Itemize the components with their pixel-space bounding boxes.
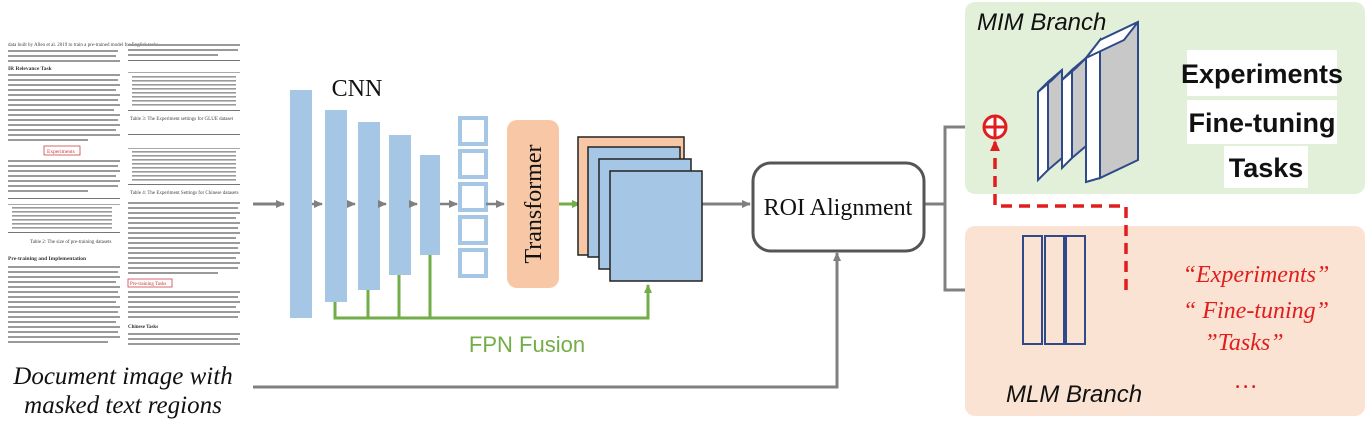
mlm-layer-2	[1044, 235, 1065, 345]
mlm-output-1: “Experiments”	[1183, 262, 1330, 288]
cnn-layer-4	[389, 135, 411, 275]
document-caption-line2: masked text regions	[24, 392, 222, 419]
arrow-document-to-roi	[253, 252, 841, 389]
masked-region-pretraining	[127, 278, 173, 288]
cnn-label: CNN	[332, 76, 383, 102]
cnn-layer-3	[358, 122, 380, 290]
masked-label-pretraining: Pre-training Tasks	[130, 282, 166, 287]
transformer-block	[507, 120, 559, 288]
document-heading-chinese: Chinese Tasks	[128, 325, 158, 330]
document-left-column: data built by Alleo et al. 2019 to train…	[8, 43, 159, 343]
document-table-caption-3: Table 2: The size of pre-training datase…	[30, 240, 112, 245]
mim-output-3: Tasks	[1229, 153, 1304, 183]
roi-alignment-label: ROI Alignment	[764, 195, 913, 221]
mim-outputs: Experiments Fine-tuning Tasks	[1181, 50, 1343, 188]
mlm-output-4: …	[1235, 368, 1256, 394]
mim-layer-1	[1037, 67, 1063, 183]
mlm-output-3: ”Tasks”	[1204, 330, 1283, 356]
mim-output-box-2	[1187, 100, 1337, 144]
mim-output-2: Fine-tuning	[1189, 108, 1336, 138]
document-table-caption-1: Table 3: The Experiment settings for GLU…	[130, 117, 234, 122]
mlm-output-2: “ Fine-tuning”	[1183, 298, 1329, 324]
plus-circle-icon	[982, 114, 1008, 140]
cnn-layer-1	[290, 90, 312, 318]
cnn-layer-2	[325, 110, 347, 302]
token-square-5	[458, 248, 488, 278]
token-square-3	[458, 182, 488, 212]
cnn-layers	[290, 90, 440, 318]
mlm-branch-title: MLM Branch	[1006, 381, 1142, 408]
dashed-feedback-arrow	[990, 140, 1128, 290]
mim-output-box-3	[1224, 146, 1308, 188]
masked-region-experiments	[43, 145, 81, 156]
document-body-text: data built by Alleo et al. 2019 to train…	[8, 43, 159, 48]
cnn-layer-5	[420, 155, 440, 255]
mlm-outputs: “Experiments” “ Fine-tuning” ”Tasks” …	[1183, 262, 1330, 394]
document-right-column: Table 3: The Experiment settings for GLU…	[127, 44, 240, 345]
transformer-label: Transformer	[521, 144, 547, 263]
mlm-layer-3	[1065, 235, 1086, 345]
mim-output-box-1	[1187, 50, 1337, 96]
mim-layer-2	[1061, 55, 1087, 171]
token-square-2	[458, 149, 488, 179]
fpn-fusion-lines	[333, 255, 652, 320]
document-heading-pretrain: Pre-training and Implementation	[8, 256, 86, 262]
document-table-caption-2: Table 4: The Experiment Settings for Chi…	[130, 191, 239, 196]
feature-maps	[577, 136, 703, 282]
mim-branch-title: MIM Branch	[977, 9, 1106, 36]
masked-label-experiments: Experiments	[47, 149, 75, 155]
token-square-4	[458, 215, 488, 245]
token-square-1	[458, 116, 488, 146]
document-image: data built by Alleo et al. 2019 to train…	[2, 2, 245, 354]
mlm-layer-1	[1022, 235, 1043, 345]
mim-layer-3	[1085, 20, 1139, 184]
document-caption-line1: Document image with	[12, 363, 232, 390]
document-heading-ir: IR Relevance Task	[8, 66, 53, 72]
mlm-encoder-layers	[1022, 235, 1086, 345]
token-squares	[458, 116, 488, 278]
mim-decoder-layers	[1037, 20, 1139, 184]
feature-map-3	[609, 170, 703, 282]
arrow-roi-to-mim	[924, 123, 985, 206]
roi-alignment-box	[751, 161, 926, 253]
fpn-fusion-label: FPN Fusion	[469, 332, 585, 357]
mim-output-1: Experiments	[1181, 59, 1343, 89]
